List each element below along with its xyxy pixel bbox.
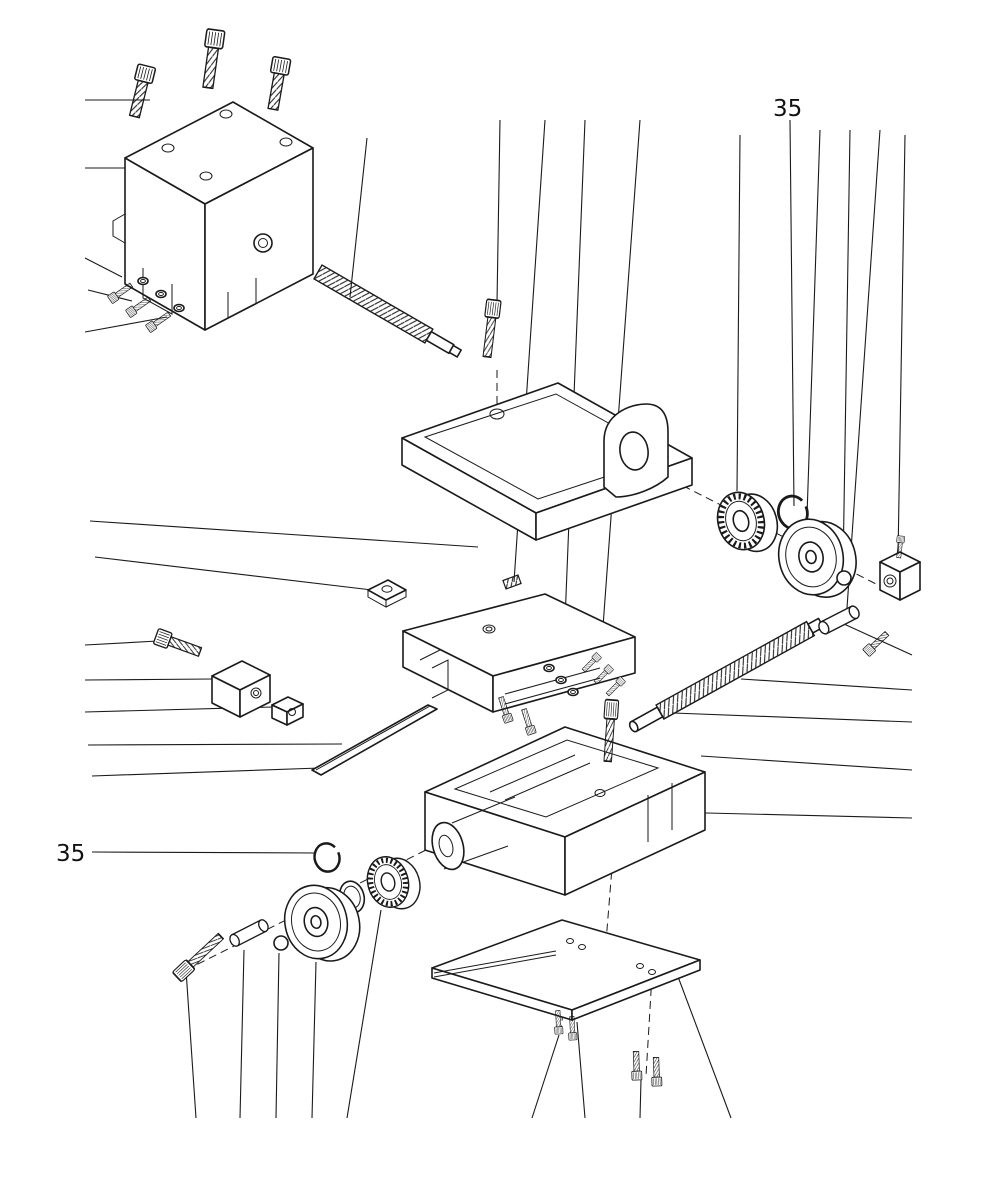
gib-clamp-screw <box>152 627 204 661</box>
knurled-gear-right <box>711 484 783 560</box>
clamp-block <box>211 660 271 718</box>
slide-nut-block <box>402 593 636 713</box>
cube-nut <box>879 551 921 601</box>
washer-b <box>555 675 567 685</box>
clamp-piece <box>271 696 304 726</box>
saddle-block <box>112 101 314 331</box>
upper-leadscrew <box>313 264 462 358</box>
callout-35-top: 35 <box>773 96 802 122</box>
dome-cap-left <box>273 935 289 951</box>
spacer-right <box>816 603 862 637</box>
cap-screw-1 <box>124 63 157 120</box>
table-mount-screw <box>479 298 502 359</box>
bearing-bracket <box>603 403 669 498</box>
washer-small-1 <box>137 276 149 286</box>
plate-screw-2 <box>567 1016 578 1041</box>
washer-small-3 <box>173 303 185 313</box>
fixing-screw-3 <box>145 310 173 334</box>
plate-screw-3 <box>630 1050 643 1081</box>
handle-screw-left <box>171 930 227 983</box>
leadscrew-boss <box>431 796 516 871</box>
set-screw <box>502 574 522 590</box>
fixing-screw-2 <box>125 295 153 319</box>
cross-slide-table <box>401 382 693 541</box>
lower-leadscrew <box>628 617 825 733</box>
callout-35-left: 35 <box>56 841 85 867</box>
base-casting <box>424 726 706 896</box>
spacer-left <box>227 917 271 949</box>
cap-screw-2 <box>198 27 226 90</box>
square-nut <box>367 579 407 608</box>
gib-strip <box>311 704 438 776</box>
retaining-ring-left <box>310 839 344 876</box>
table-hole <box>489 408 505 420</box>
threaded-hole <box>253 233 273 253</box>
plate-screw-4 <box>650 1056 663 1087</box>
cap-screw-3 <box>263 55 292 112</box>
bottom-plate <box>431 919 701 1021</box>
knurled-gear-left <box>362 849 426 916</box>
washer-c <box>567 687 579 697</box>
washer-small-2 <box>155 289 167 299</box>
block-screw-2 <box>519 707 537 736</box>
dome-cap-right <box>836 570 852 586</box>
washer-a <box>543 663 555 673</box>
